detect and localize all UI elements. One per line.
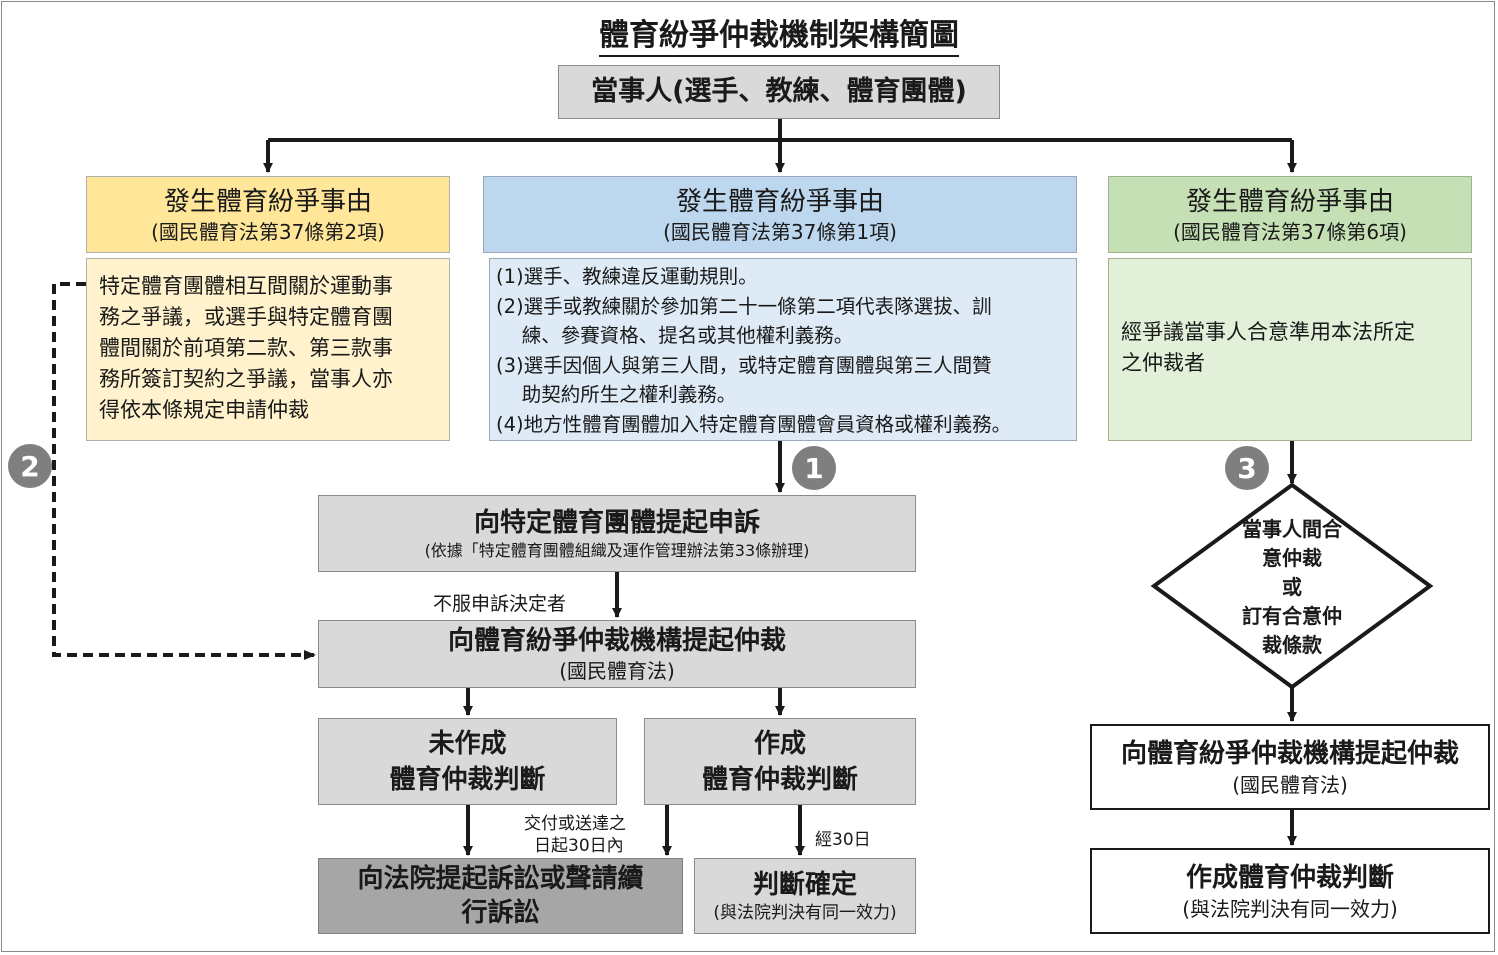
label-dissatisfied: 不服申訴決定者 (433, 593, 567, 615)
middle-heading-box: 發生體育紛爭事由 (國民體育法第37條第1項) (483, 176, 1077, 253)
party-box: 當事人(選手、教練、體育團體) (558, 65, 1000, 119)
left-heading-box: 發生體育紛爭事由 (國民體育法第37條第2項) (86, 176, 450, 253)
made-box: 作成 體育仲裁判斷 (644, 718, 916, 805)
left-text-box: 特定體育團體相互間關於運動事 務之爭議，或選手與特定體育團 體間關於前項第二款、… (86, 258, 450, 441)
label-30days: 經30日 (815, 830, 871, 850)
marker-one: 1 (792, 446, 836, 490)
right-text-box: 經爭議當事人合意準用本法所定 之仲裁者 (1108, 258, 1472, 441)
diamond-text: 當事人間合 意仲裁 或 訂有合意仲 裁條款 (1242, 516, 1342, 657)
final-box: 判斷確定 (與法院判決有同一效力) (694, 858, 916, 934)
marker-three: 3 (1225, 446, 1269, 490)
not-made-box: 未作成 體育仲裁判斷 (318, 718, 617, 805)
marker-two: 2 (8, 444, 52, 488)
appeal-box: 向特定體育團體提起申訴 (依據「特定體育團體組織及運作管理辦法第33條辦理) (318, 495, 916, 572)
award-right-box: 作成體育仲裁判斷 (與法院判決有同一效力) (1090, 848, 1490, 934)
dashed-path-left (52, 282, 314, 657)
arbitration-box: 向體育紛爭仲裁機構提起仲裁 (國民體育法) (318, 620, 916, 688)
middle-text-box: (1)選手、教練違反運動規則。 (2)選手或教練關於參加第二十一條第二項代表隊選… (489, 258, 1077, 441)
dashed-arrowhead (304, 650, 316, 660)
agreement-diamond (1150, 482, 1434, 690)
page-title: 體育紛爭仲裁機制架構簡圖 (560, 10, 998, 57)
right-heading-box: 發生體育紛爭事由 (國民體育法第37條第6項) (1108, 176, 1472, 253)
arb-right-box: 向體育紛爭仲裁機構提起仲裁 (國民體育法) (1090, 724, 1490, 810)
label-30days-deliver: 交付或送達之 日起30日內 (524, 814, 626, 856)
court-box: 向法院提起訴訟或聲請續 行訴訟 (318, 858, 683, 934)
